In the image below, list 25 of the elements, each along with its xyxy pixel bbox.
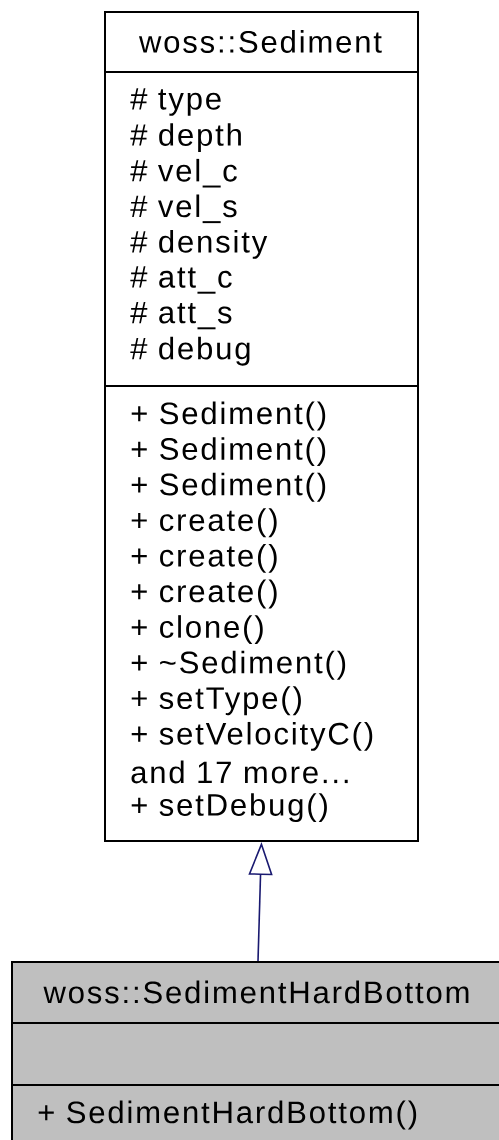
method-text: + create(): [131, 579, 277, 609]
method-text: + Sediment(): [131, 401, 326, 431]
method-text: + setDebug(): [131, 793, 327, 823]
attribute-text: # vel_s: [130, 194, 237, 224]
attribute-text: # att_s: [130, 301, 232, 330]
method-text: + Sediment(): [131, 472, 326, 502]
class-name: woss::Sediment: [138, 30, 382, 53]
attribute-text: # vel_c: [130, 158, 237, 188]
class-name: woss::SedimentHardBottom: [43, 980, 469, 1004]
method-text: + create(): [131, 508, 277, 538]
method-text: + setVelocityC(): [131, 721, 373, 751]
attribute-text: # depth: [130, 123, 241, 153]
method-text: and 17 more...: [131, 760, 348, 784]
method-text: + setType(): [131, 686, 301, 716]
attribute-text: # debug: [130, 336, 250, 366]
method-text: + create(): [131, 543, 277, 573]
class-box: [10, 961, 499, 1140]
method-text: + Sediment(): [131, 437, 326, 467]
attribute-text: # density: [130, 229, 268, 259]
method-text: + ~Sediment(): [131, 650, 346, 680]
method-text: + SedimentHardBottom(): [38, 1100, 417, 1130]
attribute-text: # type: [130, 88, 221, 116]
class-box: [103, 11, 419, 842]
method-text: + clone(): [131, 615, 263, 645]
attribute-text: # att_c: [130, 266, 232, 294]
